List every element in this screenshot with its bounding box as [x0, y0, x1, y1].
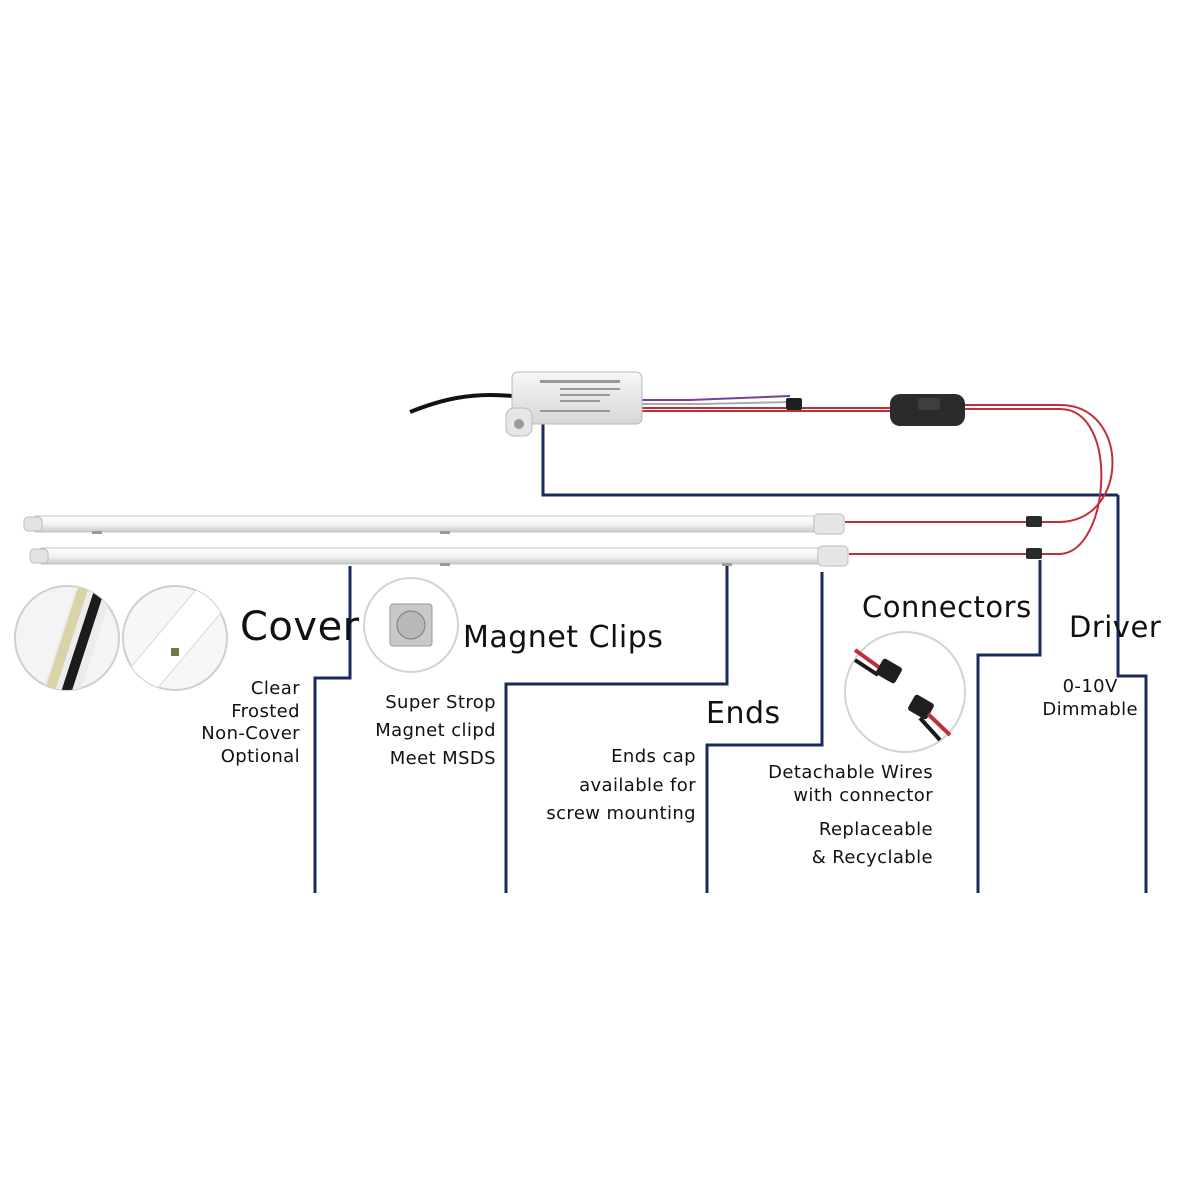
led-strip-close-up-icon [14, 585, 120, 691]
leader-lines [313, 420, 1148, 893]
connectors-line: Detachable Wires [768, 762, 933, 783]
connectors-line: with connector [793, 784, 933, 806]
magnet-line: Super Strop [385, 692, 496, 713]
magnet-line: Magnet clipd [375, 720, 496, 741]
small-plug-icon [786, 398, 802, 410]
cover-heading: Cover [240, 604, 360, 650]
leader-line-driver [541, 420, 1148, 893]
led-tube-top [23, 513, 845, 535]
red-wires [845, 404, 1114, 555]
frosted-cover-close-up-icon [122, 585, 228, 691]
led-tube-bottom [29, 545, 849, 567]
connectors-heading: Connectors [862, 590, 1032, 624]
ends-description: Ends cap available for screw mounting [546, 743, 696, 829]
ends-line: available for [579, 774, 696, 796]
driver-line: 0-10V [1062, 676, 1118, 697]
cover-line: Frosted [231, 700, 300, 722]
tube-connectors [1026, 516, 1042, 559]
cover-description: Clear Frosted Non-Cover Optional [201, 678, 300, 768]
driver-heading: Driver [1069, 610, 1162, 644]
connectors-recycle-description: Replaceable & Recyclable [812, 816, 933, 872]
connectors-line: Replaceable [818, 819, 933, 840]
connectors-line: & Recyclable [811, 847, 933, 868]
ends-heading: Ends [706, 696, 781, 731]
magnet-line: Meet MSDS [389, 748, 496, 769]
cover-line: Clear [250, 678, 300, 699]
magnet-clip-icon [363, 577, 459, 673]
wire-connector-icon [844, 631, 966, 753]
driver-line: Dimmable [1042, 698, 1138, 720]
leader-line-cover [313, 566, 352, 893]
cover-line: Non-Cover [201, 723, 300, 744]
ends-line: Ends cap [611, 746, 696, 767]
magnet-clips-heading: Magnet Clips [463, 620, 664, 655]
leader-line-ends [705, 572, 824, 893]
driver-wires [409, 392, 890, 414]
driver-description: 0-10V Dimmable [1042, 676, 1138, 721]
connectors-wires-description: Detachable Wires with connector [768, 762, 933, 807]
leader-line-connectors [976, 560, 1042, 893]
led-driver-box-icon [505, 371, 643, 437]
cover-line: Optional [220, 745, 300, 767]
magnet-clips-description: Super Strop Magnet clipd Meet MSDS [375, 689, 496, 773]
leader-line-magnet [504, 566, 729, 893]
ends-line: screw mounting [546, 803, 696, 824]
inline-dimmer-icon [890, 394, 965, 426]
